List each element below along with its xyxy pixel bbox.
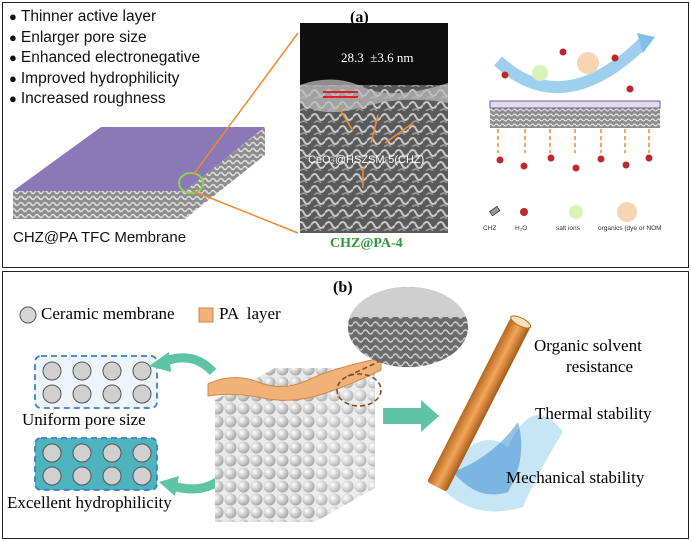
salt-icon xyxy=(569,205,583,219)
sem-thickness-label: 28.3 ±3.6 nm xyxy=(341,50,414,65)
feature-item: Thinner active layer xyxy=(9,7,200,28)
zoom-line-top xyxy=(192,32,299,176)
legend-chz: CHZ xyxy=(483,225,497,232)
water-particle xyxy=(572,164,580,172)
hydro-sphere xyxy=(72,443,92,463)
water-particle xyxy=(559,48,567,56)
block-arrow xyxy=(383,400,439,432)
sem-arrow-2 xyxy=(370,114,379,144)
sem-arrow-3 xyxy=(384,122,414,144)
panel-a: (a) Thinner active layer Enlarger pore s… xyxy=(2,2,689,268)
sem-inset-surface xyxy=(348,287,468,317)
feature-item: Enlarger pore size xyxy=(9,28,200,49)
water-particle xyxy=(611,54,619,62)
pore-sphere xyxy=(42,361,62,381)
sem-particle-label: CeO₂@HSZSM-5(CHZ) xyxy=(308,154,425,166)
hydro-sphere xyxy=(72,466,92,486)
arrow-to-hydro-head xyxy=(159,476,179,496)
hydro-sphere xyxy=(42,466,62,486)
pa-top-surface xyxy=(13,127,265,191)
arrow-to-pore-head xyxy=(149,352,171,372)
organic-particle xyxy=(577,52,599,74)
chz-icon xyxy=(489,205,501,217)
sem-caption: CHZ@PA-4 xyxy=(330,236,403,251)
feature-item: Improved hydrophilicity xyxy=(9,69,200,90)
legend-organics: organics (dye or NOM xyxy=(598,225,662,232)
pore-sphere xyxy=(72,384,92,404)
hydrophilicity-box xyxy=(34,437,158,491)
pore-sphere xyxy=(132,361,152,381)
panel-b-label: (b) xyxy=(333,279,353,296)
water-particle xyxy=(626,85,634,93)
panel-a-graphics xyxy=(13,23,661,234)
cube-front xyxy=(215,400,315,522)
zoom-circle xyxy=(178,172,204,194)
membrane-caption: CHZ@PA TFC Membrane xyxy=(13,229,187,246)
sem-arrow-1 xyxy=(338,107,354,132)
solvent-label-line2: resistance xyxy=(566,357,634,376)
mechanical-label: Mechanical stability xyxy=(506,468,645,487)
salt-ion-particle xyxy=(532,65,548,81)
zoom-line-bottom xyxy=(192,190,299,234)
hydrophilicity-label: Excellent hydrophilicity xyxy=(7,493,172,512)
panel-a-label: (a) xyxy=(350,9,369,26)
schematic-support-layer xyxy=(490,108,660,128)
membrane-front-face xyxy=(13,191,185,219)
organics-icon xyxy=(617,202,637,222)
pore-sphere xyxy=(72,361,92,381)
hydro-sphere xyxy=(102,443,122,463)
hydro-sphere xyxy=(132,443,152,463)
zoom-ellipse xyxy=(336,373,382,407)
water-particle xyxy=(501,71,509,79)
water-particle xyxy=(597,155,605,163)
pore-sphere xyxy=(102,361,122,381)
crossflow-arrowhead xyxy=(637,33,655,53)
legend-h2o: H₂O xyxy=(515,225,528,232)
water-splash-inner xyxy=(453,422,522,495)
water-particle xyxy=(645,154,653,162)
hydro-sphere xyxy=(102,466,122,486)
schematic-pa-layer xyxy=(489,100,661,109)
water-particle xyxy=(496,156,504,164)
pore-sphere xyxy=(42,384,62,404)
water-particle xyxy=(520,162,528,170)
feature-item: Increased roughness xyxy=(9,89,200,110)
sem-dark-region xyxy=(300,23,448,85)
tube-end xyxy=(510,315,532,329)
sem-pa-layer xyxy=(300,79,448,113)
feature-item: Enhanced electronegative xyxy=(9,48,200,69)
thermal-label: Thermal stability xyxy=(535,404,652,423)
pa-legend-icon xyxy=(198,307,214,323)
water-particle xyxy=(622,161,630,169)
uniform-pore-label: Uniform pore size xyxy=(22,410,146,429)
solvent-label-line1: Organic solvent xyxy=(534,336,642,355)
tubular-membrane xyxy=(428,318,530,491)
h2o-icon xyxy=(520,208,528,216)
legend-salt: salt ions xyxy=(556,225,580,232)
uniform-pore-box xyxy=(34,355,158,409)
pa-legend-label: PA layer xyxy=(219,304,281,323)
crossflow-arrow xyxy=(493,38,648,94)
feature-list: Thinner active layer Enlarger pore size … xyxy=(9,7,200,110)
water-particle xyxy=(547,154,555,162)
pore-sphere xyxy=(102,384,122,404)
panel-b-graphics xyxy=(19,287,563,522)
hydro-sphere xyxy=(132,466,152,486)
panel-b: (b) Ceramic membrane PA layer Uniform po… xyxy=(2,271,689,539)
ceramic-legend-icon xyxy=(19,306,37,324)
pore-sphere xyxy=(132,384,152,404)
hydro-sphere xyxy=(42,443,62,463)
cube-pa-layer xyxy=(207,357,382,401)
ceramic-legend-label: Ceramic membrane xyxy=(41,304,175,323)
